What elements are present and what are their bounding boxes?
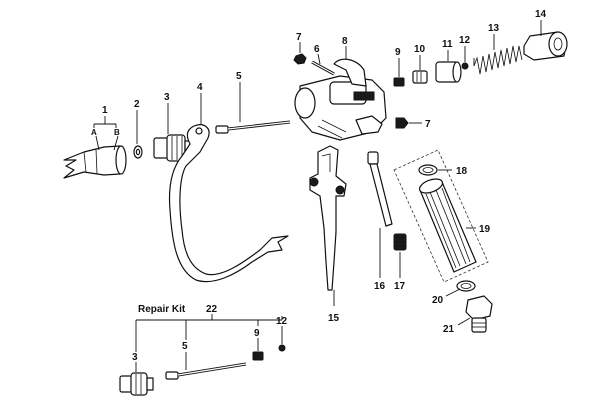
label-3: 3 <box>164 92 170 103</box>
kit-tip-holder <box>119 372 154 396</box>
label-17: 17 <box>394 281 406 292</box>
screw-part-7-side <box>395 117 409 129</box>
cylinder-part-11 <box>435 61 462 83</box>
filter-assembly-outline <box>393 149 489 283</box>
label-19: 19 <box>479 224 491 235</box>
kit-label-9: 9 <box>254 328 260 339</box>
label-14: 14 <box>535 9 547 20</box>
label-10: 10 <box>414 44 426 55</box>
label-20: 20 <box>432 295 444 306</box>
label-21: 21 <box>443 324 455 335</box>
kit-ball <box>278 344 286 352</box>
label-12: 12 <box>459 35 471 46</box>
seal-part-2 <box>133 145 143 159</box>
label-6: 6 <box>314 44 320 55</box>
label-2: 2 <box>134 99 140 110</box>
kit-label-5: 5 <box>182 341 188 352</box>
label-15: 15 <box>328 313 340 324</box>
repair-kit-title: Repair Kit <box>138 304 186 315</box>
label-1b: B <box>114 128 120 137</box>
handle-part-19 <box>418 178 477 273</box>
end-cap-part-14 <box>523 31 568 61</box>
label-1: 1 <box>102 105 108 116</box>
tip-guard-part-1 <box>63 145 127 179</box>
spring-part-13 <box>473 45 523 75</box>
nut-part-10 <box>412 70 428 84</box>
needle-part-5 <box>215 120 291 134</box>
label-13: 13 <box>488 23 500 34</box>
label-18: 18 <box>456 166 468 177</box>
rod-part-16 <box>367 151 393 227</box>
filter-spring-part-17 <box>393 233 407 251</box>
swivel-part-21 <box>465 295 493 333</box>
fitting-part-9 <box>393 77 405 87</box>
trigger-guard-part-4 <box>168 124 289 283</box>
kit-label-3: 3 <box>132 352 138 363</box>
oring-part-18 <box>418 164 438 176</box>
trigger-part-15 <box>309 145 347 291</box>
washer-part-20 <box>456 280 476 292</box>
pin-part-6 <box>311 60 335 76</box>
repair-kit-22: Repair Kit 22 3 5 9 <box>119 304 288 396</box>
kit-fitting <box>252 351 264 361</box>
label-5: 5 <box>236 71 242 82</box>
label-1a: A <box>91 128 97 137</box>
label-7-side: 7 <box>425 119 431 130</box>
label-4: 4 <box>197 82 203 93</box>
label-9: 9 <box>395 47 401 58</box>
label-16: 16 <box>374 281 386 292</box>
gun-body <box>294 58 387 141</box>
label-7-top: 7 <box>296 32 302 43</box>
repair-kit-number: 22 <box>206 304 218 315</box>
kit-needle <box>165 362 247 380</box>
label-11: 11 <box>442 39 453 50</box>
ball-part-12 <box>461 62 469 70</box>
nut-part-7-top <box>293 53 307 65</box>
kit-label-12: 12 <box>276 316 288 327</box>
label-8: 8 <box>342 36 348 47</box>
